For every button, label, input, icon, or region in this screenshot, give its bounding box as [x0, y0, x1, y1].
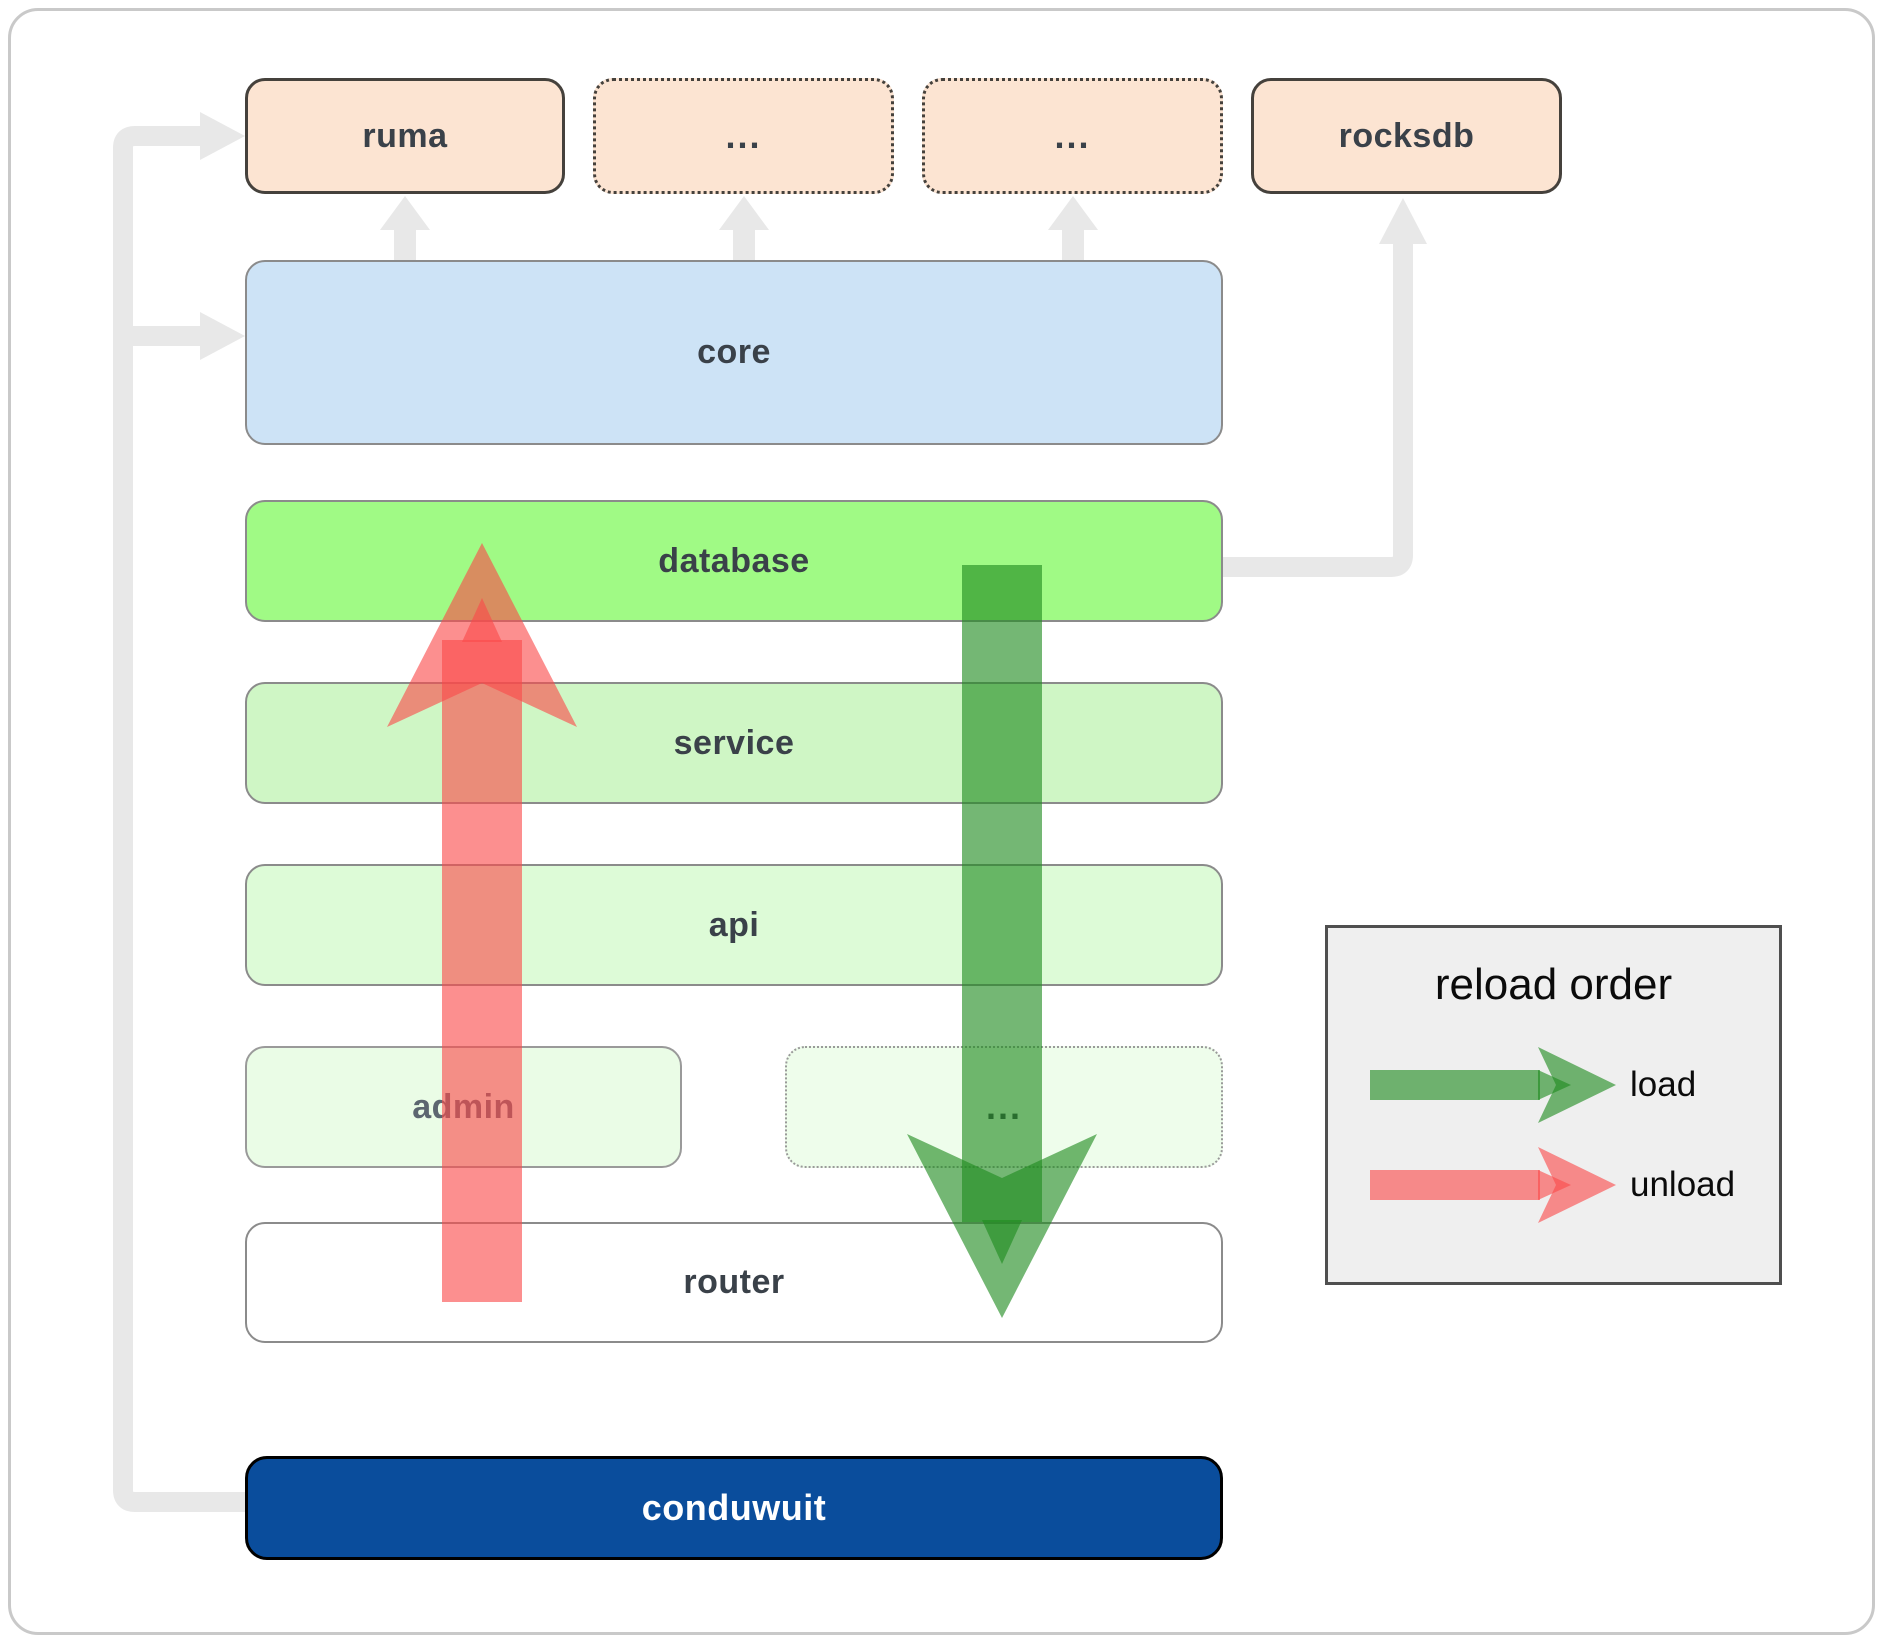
- core-to-dots1-arrow-icon: [719, 196, 769, 261]
- box-api-label: api: [708, 905, 760, 944]
- box-admin-ellipsis: ...: [785, 1046, 1223, 1168]
- box-ruma: ruma: [245, 78, 565, 194]
- box-api: api: [245, 864, 1223, 986]
- legend-unload-label: unload: [1630, 1165, 1736, 1204]
- box-rocksdb-label: rocksdb: [1338, 116, 1475, 155]
- box-admin: admin: [245, 1046, 682, 1168]
- legend-panel: reload order load unload: [1325, 925, 1782, 1285]
- box-ruma-label: ruma: [362, 116, 448, 155]
- box-service: service: [245, 682, 1223, 804]
- core-to-dots2-arrow-icon: [1048, 196, 1098, 261]
- box-rocksdb: rocksdb: [1251, 78, 1562, 194]
- arrowhead-into-core-icon: [200, 312, 245, 360]
- box-database: database: [245, 500, 1223, 622]
- box-ellipsis-1: ...: [593, 78, 894, 194]
- box-core: core: [245, 260, 1223, 445]
- database-to-rocksdb-connector-line: [1223, 242, 1413, 577]
- legend-title: reload order: [1434, 960, 1673, 1009]
- box-admin-label: admin: [412, 1087, 515, 1126]
- arrowhead-into-rocksdb-icon: [1379, 198, 1427, 244]
- box-ellipsis-1-label: ...: [725, 115, 762, 156]
- box-conduwuit-label: conduwuit: [641, 1487, 827, 1528]
- box-core-label: core: [697, 333, 771, 371]
- legend-load-label: load: [1630, 1065, 1697, 1104]
- box-conduwuit: conduwuit: [245, 1456, 1223, 1560]
- core-to-ruma-arrow-icon: [380, 196, 430, 261]
- box-service-label: service: [673, 723, 795, 762]
- box-router-label: router: [683, 1263, 785, 1301]
- legend-load-arrow-icon: [1370, 1047, 1616, 1123]
- arrowhead-into-ruma-icon: [200, 112, 245, 160]
- box-admin-ellipsis-label: ...: [985, 1086, 1022, 1127]
- legend-row-unload: unload: [1358, 1130, 1778, 1240]
- box-ellipsis-2-label: ...: [1054, 115, 1091, 156]
- box-router: router: [245, 1222, 1223, 1343]
- legend-unload-arrow-icon: [1370, 1147, 1616, 1223]
- conduwuit-to-top-connector-line: [113, 126, 245, 1512]
- box-ellipsis-2: ...: [922, 78, 1223, 194]
- legend-row-load: load: [1358, 1030, 1778, 1140]
- box-database-label: database: [658, 541, 810, 580]
